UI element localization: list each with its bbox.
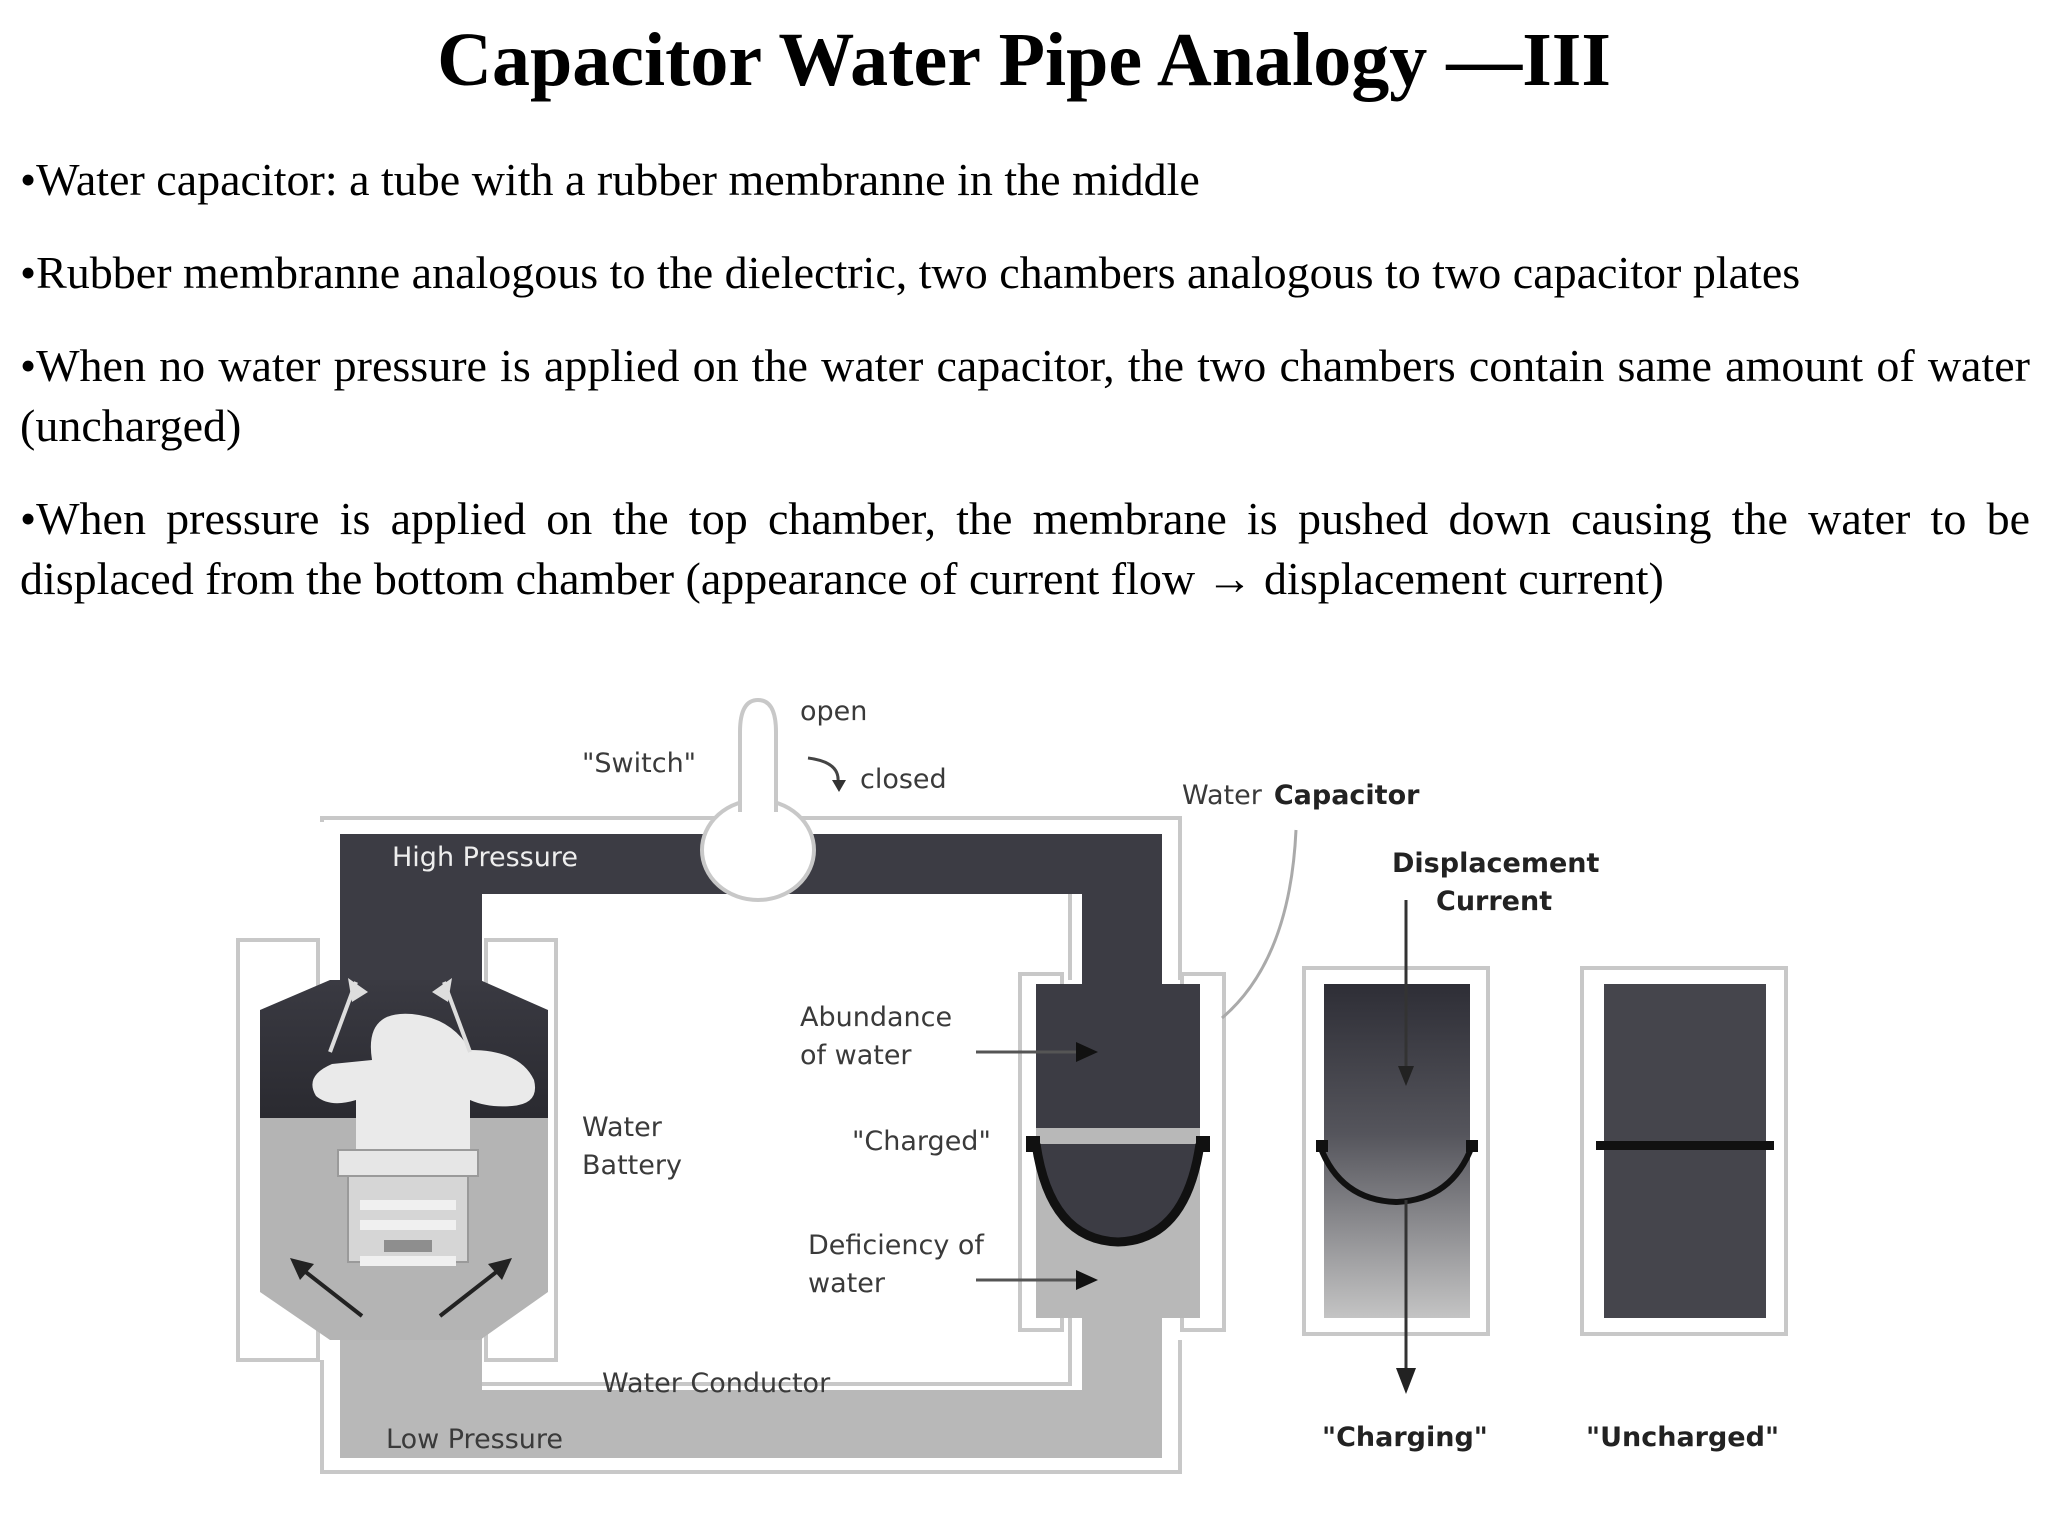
charging-arrow-head-icon [1396, 1368, 1416, 1394]
label-high-pressure: High Pressure [392, 842, 578, 873]
capacitor-callout-line [1221, 829, 1298, 1020]
arrow-in-left-icon [290, 1258, 314, 1280]
slide-title: Capacitor Water Pipe Analogy —III [437, 18, 1611, 102]
arrow-up-left-icon [348, 978, 368, 1002]
charged-membrane [1031, 1143, 1205, 1247]
label-deficiency-2: water [808, 1268, 886, 1299]
uncharged-capacitor [1580, 966, 1788, 1336]
arrow-up-right-icon [432, 978, 452, 1002]
water-battery [236, 938, 558, 1362]
label-water-capacitor-prefix: Water [1182, 780, 1263, 811]
label-displacement-2: Current [1436, 886, 1552, 917]
bullet-membrane-analogy: •Rubber membranne analogous to the diele… [20, 247, 1801, 298]
deficiency-arrow-icon [1076, 1270, 1098, 1290]
label-low-pressure: Low Pressure [386, 1424, 563, 1455]
switch-arrow [807, 756, 840, 783]
label-closed: closed [860, 764, 947, 795]
label-displacement-1: Displacement [1392, 848, 1600, 879]
label-charged: "Charged" [852, 1126, 991, 1157]
switch-arrow-head-icon [832, 780, 846, 792]
switch-valve [700, 697, 816, 902]
label-water-capacitor-suffix: Capacitor [1274, 780, 1420, 811]
label-abundance-1: Abundance [800, 1002, 952, 1033]
uncharged-membrane [1596, 1141, 1774, 1150]
label-switch: "Switch" [582, 748, 696, 779]
label-charging: "Charging" [1322, 1422, 1488, 1453]
displacement-arrow-head-icon [1398, 1066, 1414, 1086]
label-water-battery-1: Water [582, 1112, 663, 1143]
label-uncharged: "Uncharged" [1586, 1422, 1779, 1453]
label-water-capacitor: Water Capacitor [1182, 780, 1420, 811]
label-water-battery-2: Battery [582, 1150, 682, 1181]
label-deficiency-1: Deficiency of [808, 1230, 985, 1261]
bullet-uncharged: •When no water pressure is applied on th… [20, 340, 2030, 451]
bullet-water-capacitor: •Water capacitor: a tube with a rubber m… [20, 154, 1200, 205]
arrow-in-right-icon [488, 1258, 512, 1280]
label-abundance-2: of water [800, 1040, 912, 1071]
bullet-displacement-current: •When pressure is applied on the top cha… [20, 493, 2030, 604]
label-water-conductor: Water Conductor [602, 1368, 831, 1399]
charging-membrane [1317, 1144, 1475, 1206]
charged-capacitor [1018, 972, 1226, 1332]
label-open: open [800, 696, 867, 727]
charging-capacitor [1302, 966, 1490, 1336]
bullet-list: •Water capacitor: a tube with a rubber m… [20, 150, 2030, 642]
abundance-arrow-icon [1076, 1042, 1098, 1062]
